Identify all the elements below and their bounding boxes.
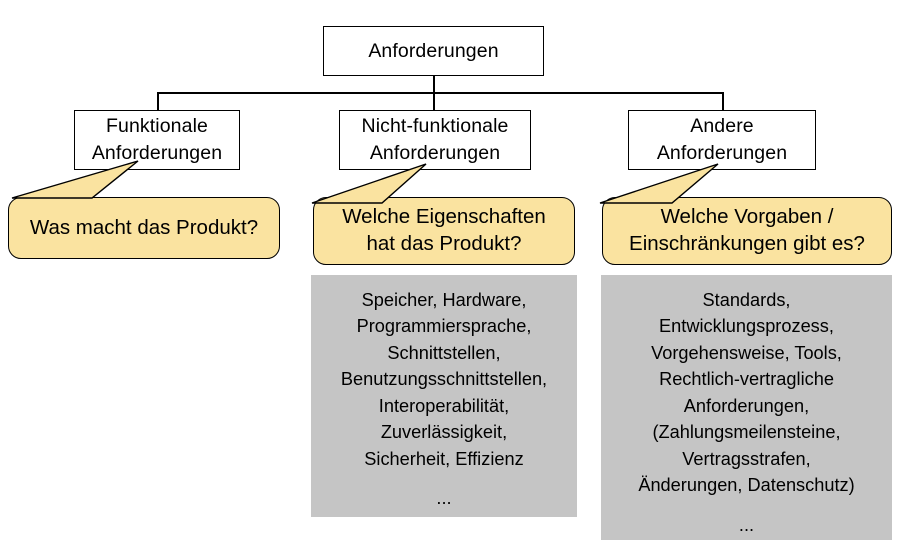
detail-line: Speicher, Hardware, <box>361 290 527 310</box>
node-funktionale-line2: Anforderungen <box>91 142 223 164</box>
node-nicht-funktionale-line1: Nicht-funktionale <box>361 115 509 138</box>
node-andere-anforderungen[interactable]: Andere Anforderungen <box>628 110 816 170</box>
detail-line: Vorgehensweise, Tools, <box>651 342 842 363</box>
connector-root-stem <box>433 75 435 93</box>
details-nicht-funktionale: Speicher, Hardware, Programmiersprache, … <box>311 275 577 517</box>
callout-nicht-funktionale-line1: Welche Eigenschaften <box>342 205 546 229</box>
callout-andere[interactable]: Welche Vorgaben / Einschränkungen gibt e… <box>602 197 892 265</box>
node-root-label: Anforderungen <box>368 39 499 62</box>
detail-line: (Zahlungsmeilensteine, <box>652 422 841 443</box>
detail-line: Rechtlich-vertragliche <box>659 369 834 390</box>
callout-nicht-funktionale[interactable]: Welche Eigenschaften hat das Produkt? <box>313 197 575 265</box>
detail-line: Programmiersprache, <box>356 316 532 337</box>
node-andere-line1: Andere <box>690 115 754 138</box>
node-nicht-funktionale-anforderungen[interactable]: Nicht-funktionale Anforderungen <box>339 110 531 170</box>
details-andere: Standards, Entwicklungsprozess, Vorgehen… <box>601 275 892 540</box>
detail-line: Entwicklungsprozess, <box>659 316 834 337</box>
node-funktionale-line1: Funktionale <box>106 115 208 138</box>
callout-nicht-funktionale-line2: hat das Produkt? <box>366 232 522 255</box>
detail-ellipsis: ... <box>436 488 452 509</box>
connector-branch-nicht-funktionale <box>433 92 435 111</box>
callout-tail-andere <box>599 163 719 204</box>
connector-branch-andere <box>722 92 724 111</box>
detail-spacer <box>311 472 577 485</box>
detail-spacer <box>601 499 892 512</box>
node-nicht-funktionale-line2: Anforderungen <box>369 142 501 164</box>
detail-line: Interoperabilität, <box>378 395 510 416</box>
detail-ellipsis: ... <box>738 514 755 535</box>
callout-andere-line2: Einschränkungen gibt es? <box>629 232 865 255</box>
detail-line: Benutzungsschnittstellen, <box>340 369 548 390</box>
detail-line: Standards, <box>702 290 791 310</box>
detail-line: Anforderungen, <box>683 395 810 416</box>
detail-line: Vertragsstrafen, <box>682 448 811 469</box>
detail-line: Schnittstellen, <box>387 342 501 363</box>
node-andere-line2: Anforderungen <box>656 142 788 164</box>
node-funktionale-anforderungen[interactable]: Funktionale Anforderungen <box>74 110 240 170</box>
callout-funktionale[interactable]: Was macht das Produkt? <box>8 197 280 259</box>
detail-line: Änderungen, Datenschutz) <box>638 475 855 496</box>
node-root[interactable]: Anforderungen <box>323 26 544 76</box>
callout-tail-funktionale <box>11 160 139 199</box>
connector-horizontal-bus <box>157 92 723 94</box>
callout-tail-nicht-funktionale <box>311 163 427 204</box>
connector-branch-funktionale <box>157 92 159 111</box>
detail-line: Sicherheit, Effizienz <box>364 448 524 469</box>
callout-funktionale-line1: Was macht das Produkt? <box>29 215 259 239</box>
callout-andere-line1: Welche Vorgaben / <box>660 205 834 229</box>
detail-line: Zuverlässigkeit, <box>380 422 508 443</box>
